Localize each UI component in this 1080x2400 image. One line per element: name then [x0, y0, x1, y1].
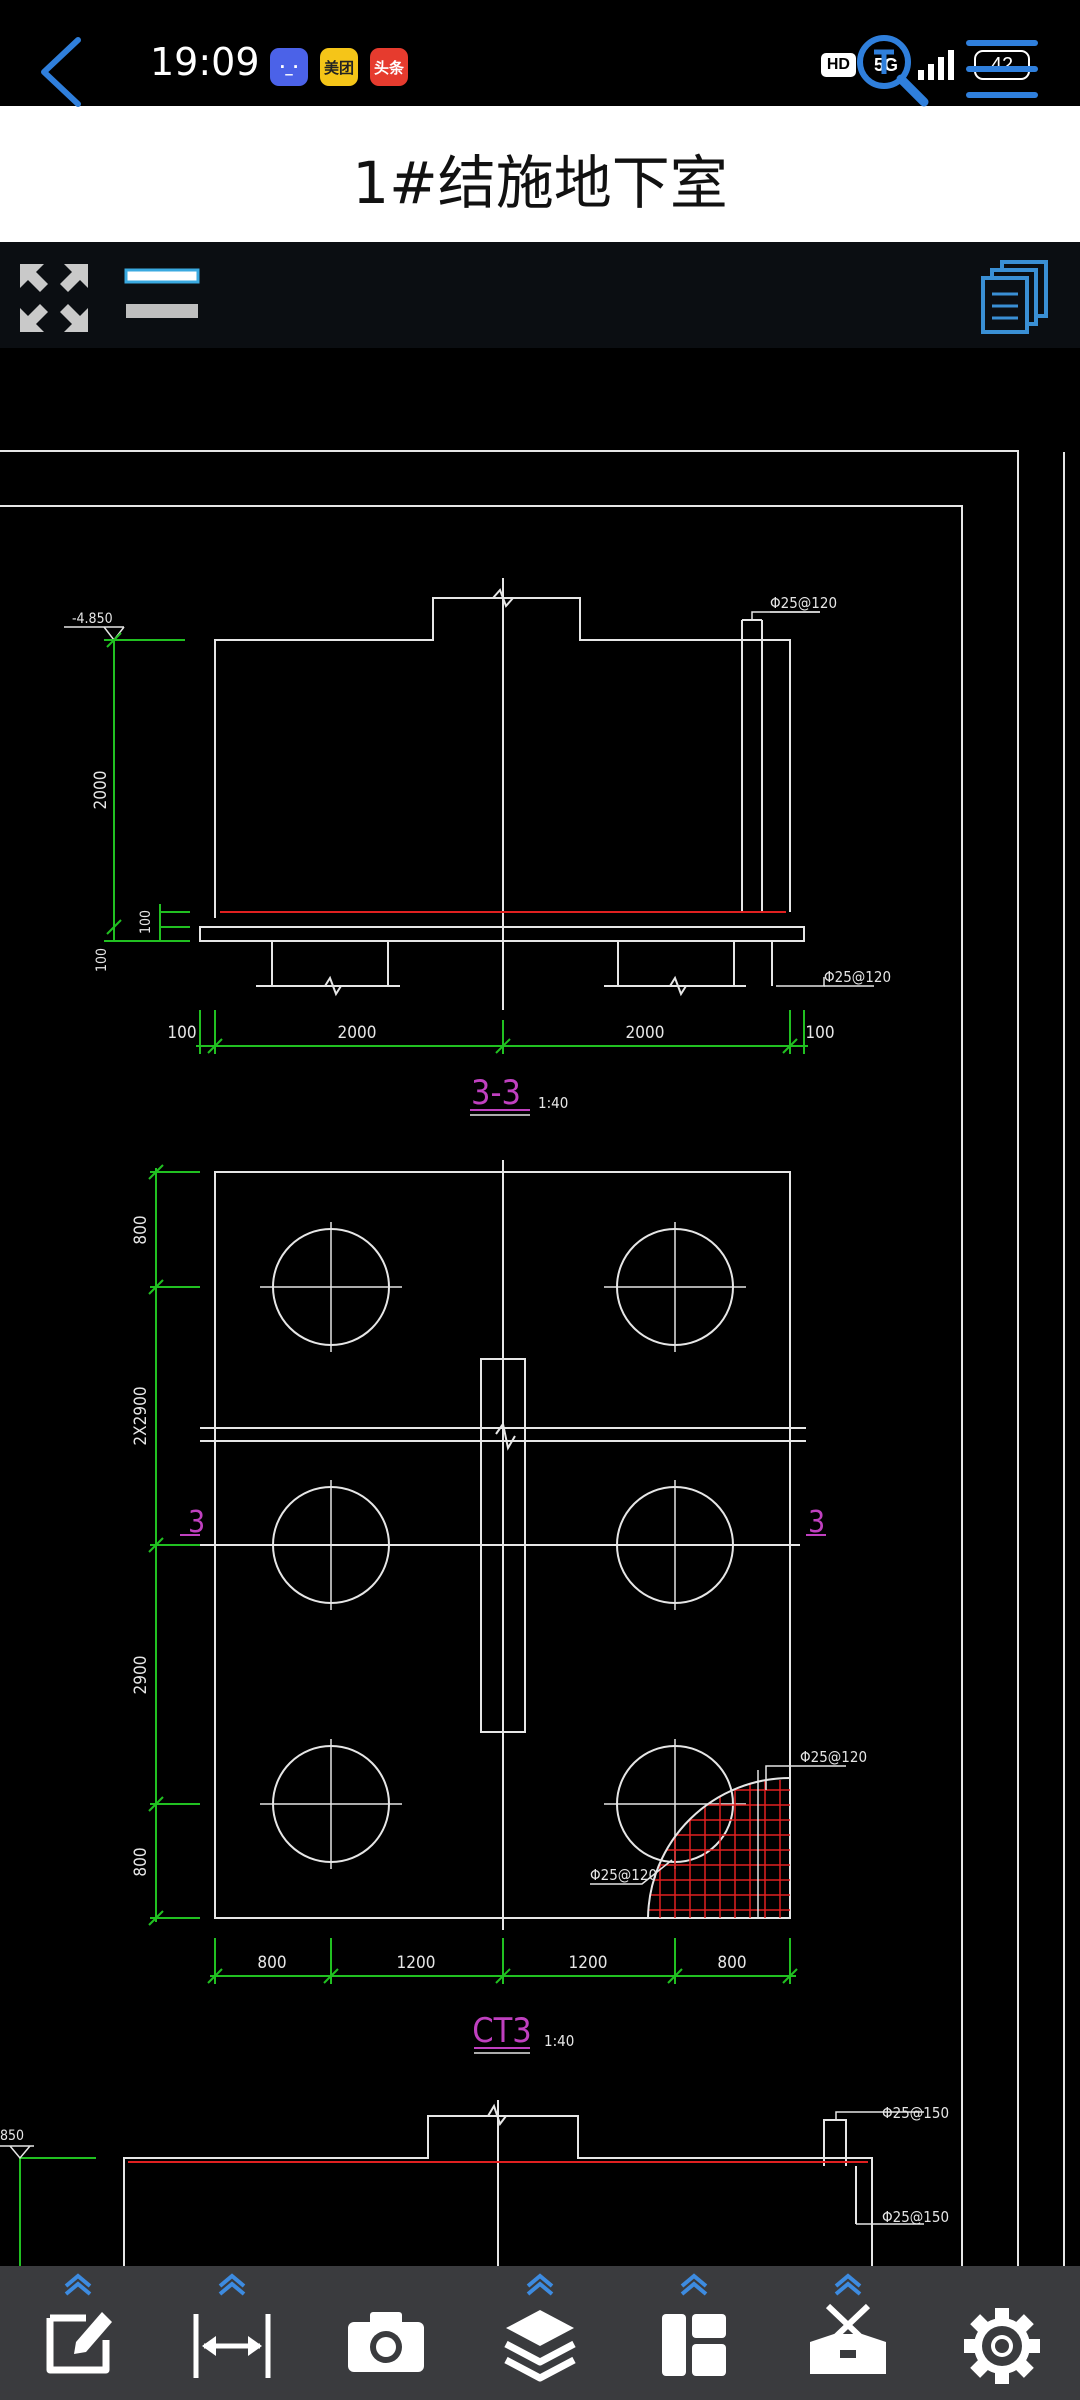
layer-toggle[interactable]	[124, 268, 200, 326]
expand-arrows-icon	[20, 264, 88, 332]
measure-distance-icon	[193, 2273, 271, 2378]
fullscreen-button[interactable]	[18, 262, 90, 334]
section-dim-2000-a: 2000	[338, 1023, 377, 1043]
rebar-label-section-top: Φ25@120	[770, 594, 837, 612]
gear-icon	[964, 2308, 1040, 2384]
measure-button[interactable]	[182, 2270, 282, 2394]
app-badge-chat-icon: ·_·	[270, 48, 308, 86]
lower-rebar-label-b: Φ25@150	[882, 2208, 949, 2226]
cad-drawing[interactable]: Φ25@120 Φ25@120 -4.850 2000 100 100	[0, 348, 1080, 2357]
plan-title: CT3	[472, 2011, 532, 2051]
plan-section-mark-left: 3	[188, 1505, 205, 1540]
viewer-toolbar	[0, 242, 1080, 348]
plan-rebar-label-a: Φ25@120	[800, 1748, 867, 1766]
layers-stack-icon	[504, 2273, 576, 2382]
section-dim-right-100: 100	[805, 1023, 834, 1043]
status-bar: 19:09 ·_· 美团 头条 HD 5G 42	[0, 0, 1080, 106]
toolbox-button[interactable]	[798, 2270, 898, 2394]
layout-panels-icon	[662, 2273, 726, 2376]
rebar-label-section-side: Φ25@120	[824, 968, 891, 986]
section-height-dim: 2000	[91, 771, 111, 810]
lower-elevation-partial: 850	[0, 2128, 24, 2144]
hd-icon: HD	[820, 53, 856, 77]
plan-dim-left-800-top: 800	[131, 1215, 151, 1244]
plan-rebar-label-b: Φ25@120	[590, 1866, 657, 1884]
camera-icon	[348, 2312, 424, 2372]
plan-section-mark-right: 3	[808, 1505, 825, 1540]
menu-button[interactable]	[962, 34, 1042, 104]
plan-dim-bottom-1200-b: 1200	[569, 1953, 608, 1973]
section-title: 3-3	[471, 1073, 521, 1113]
chevron-left-icon	[41, 37, 81, 107]
plan-dim-bottom-1200-a: 1200	[397, 1953, 436, 1973]
drawing-canvas[interactable]: Φ25@120 Φ25@120 -4.850 2000 100 100	[0, 348, 1080, 2357]
toolbox-icon	[810, 2273, 886, 2374]
app-badge-meituan-icon: 美团	[320, 48, 358, 86]
section-elevation: -4.850	[72, 611, 113, 627]
back-button[interactable]	[30, 30, 100, 110]
camera-button[interactable]	[336, 2270, 436, 2394]
rebar-grid	[648, 1780, 790, 1918]
plan-dim-left-800-bottom: 800	[131, 1847, 151, 1876]
settings-button[interactable]	[952, 2270, 1052, 2394]
layout-button[interactable]	[644, 2270, 744, 2394]
documents-button[interactable]	[980, 258, 1050, 334]
plan-dim-left-2900: 2900	[131, 1656, 151, 1695]
plan-dim-bottom-800-b: 800	[717, 1953, 746, 1973]
section-dim-left-100: 100	[167, 1023, 196, 1043]
section-dim-2000-b: 2000	[626, 1023, 665, 1043]
text-search-icon	[857, 35, 929, 107]
edit-button[interactable]	[28, 2270, 128, 2394]
text-search-button[interactable]	[852, 30, 932, 110]
documents-icon	[981, 260, 1048, 334]
section-dim-100-b: 100	[94, 948, 110, 972]
edit-pencil-icon	[46, 2273, 112, 2374]
plan-dim-left-2x2900: 2X2900	[131, 1386, 151, 1445]
section-dim-100-a: 100	[138, 910, 154, 934]
section-scale: 1:40	[538, 1094, 568, 1112]
title-bar: 1#结施地下室	[0, 106, 1080, 242]
layers-button[interactable]	[490, 2270, 590, 2394]
plan-scale: 1:40	[544, 2032, 574, 2050]
plan-dim-bottom-800-a: 800	[257, 1953, 286, 1973]
status-time: 19:09	[150, 40, 260, 84]
app-badge-toutiao-icon: 头条	[370, 48, 408, 86]
page-title: 1#结施地下室	[352, 149, 728, 217]
hamburger-menu-icon	[966, 40, 1038, 98]
layer-bars-icon	[124, 268, 200, 318]
lower-rebar-label-a: Φ25@150	[882, 2104, 949, 2122]
signal-icon	[918, 50, 954, 80]
